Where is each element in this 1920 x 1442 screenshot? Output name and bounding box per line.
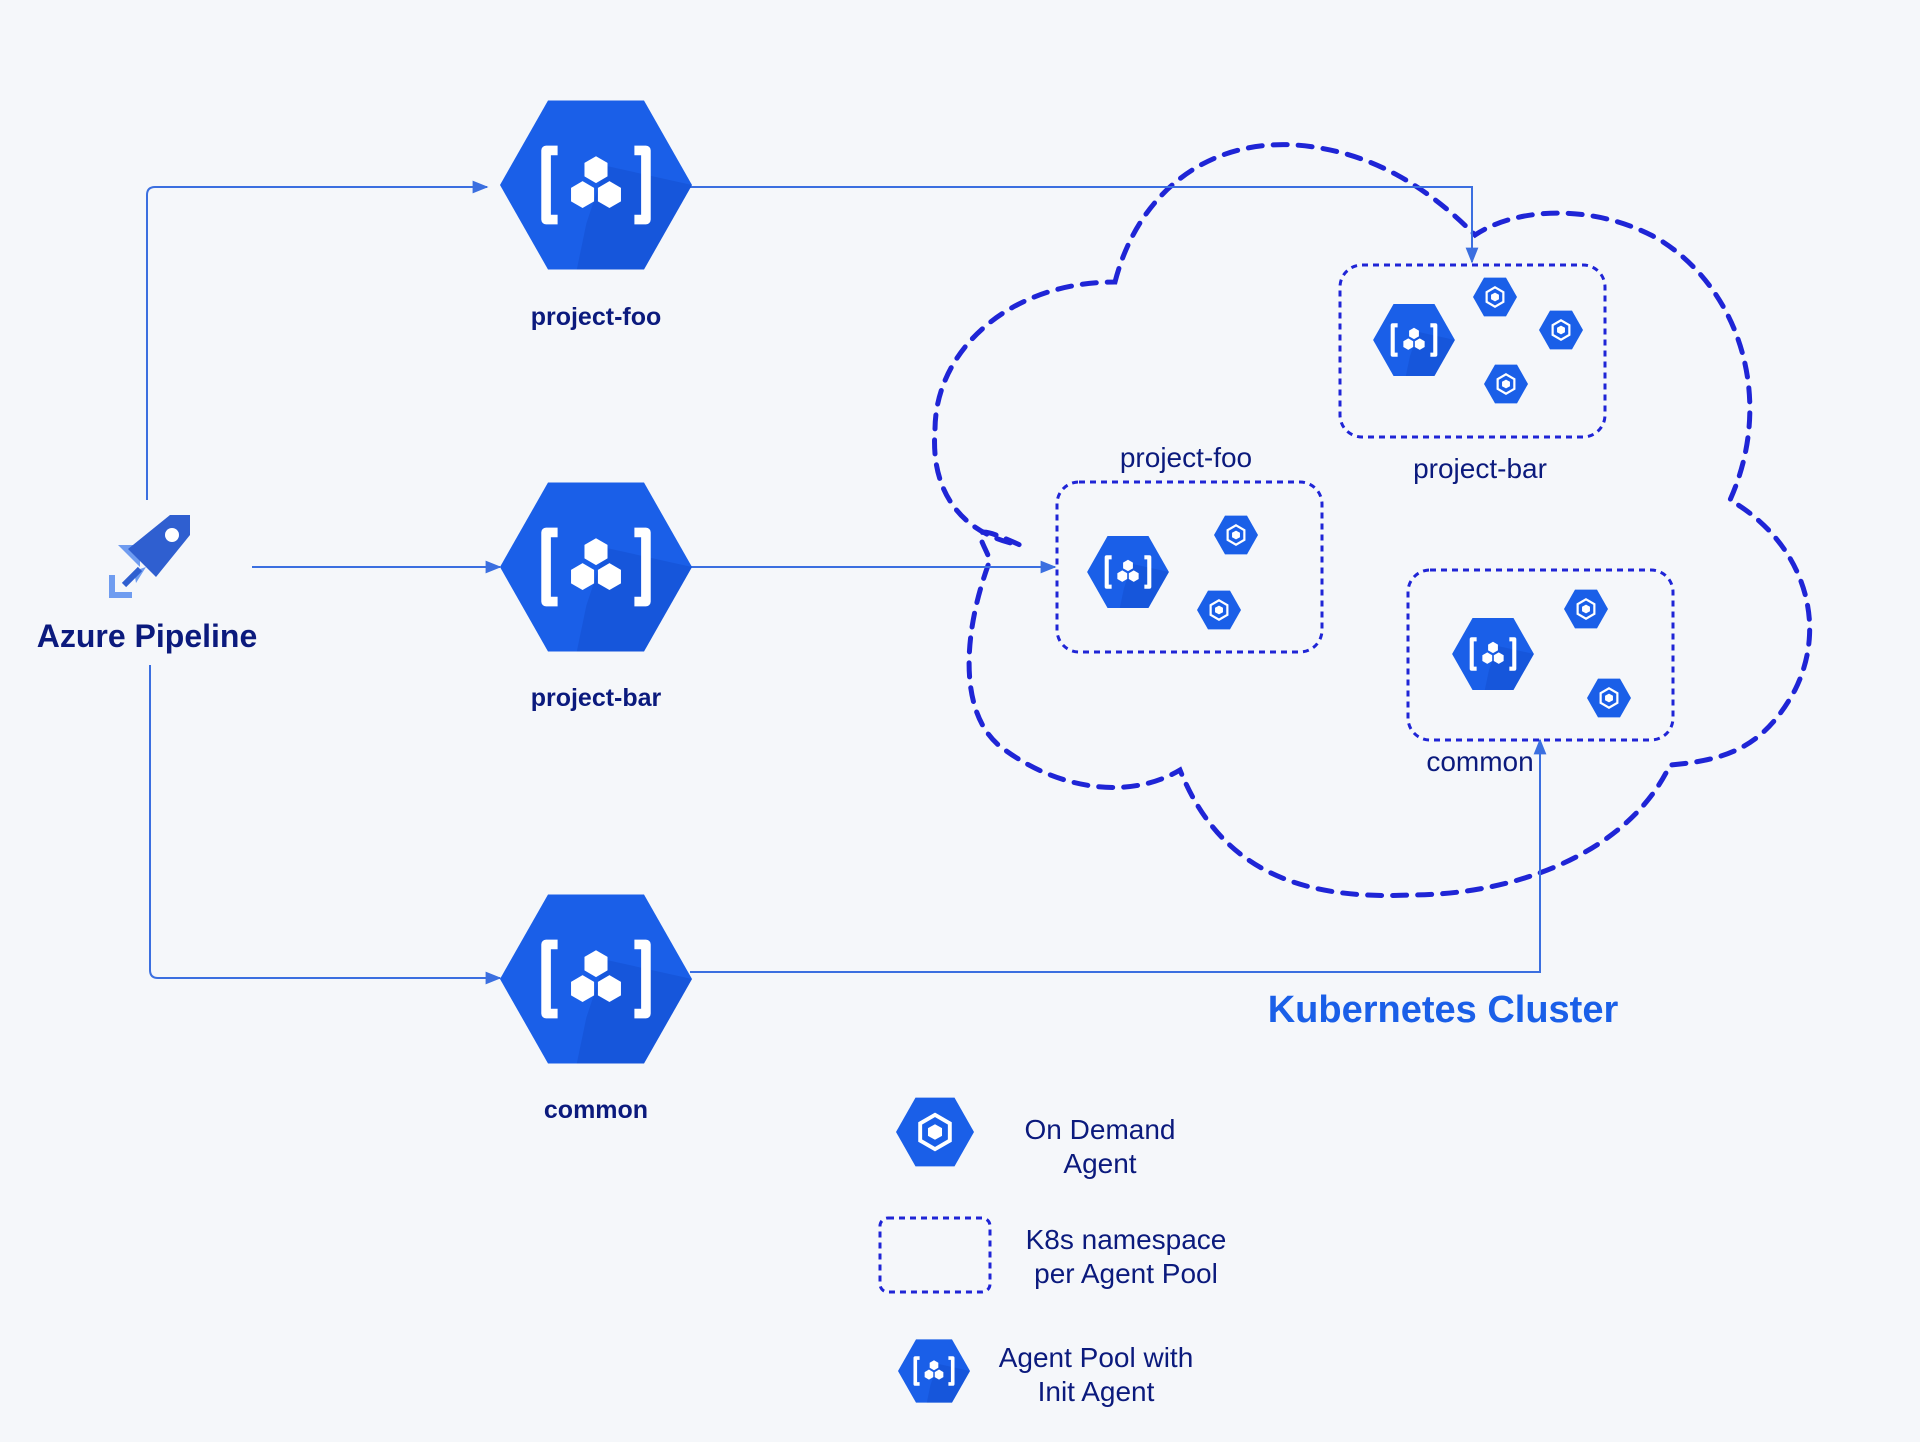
agent-pool-icon (1087, 536, 1169, 608)
pool-label-common: common (544, 1096, 648, 1124)
agent-pool-icon (500, 895, 692, 1064)
legend-namespace-line2: per Agent Pool (1034, 1258, 1218, 1289)
connector-common-pool-to-common-namespace (690, 738, 1547, 973)
connector-to-project-foo (146, 180, 489, 500)
namespace-common (1406, 568, 1675, 742)
on-demand-agent-icon (894, 1095, 976, 1169)
legend-on-demand-line2: Agent (1063, 1148, 1136, 1179)
connector-to-common (149, 665, 502, 985)
on-demand-agent-icon (1212, 514, 1260, 556)
agent-pool-icon (1452, 618, 1534, 690)
agent-pool-icon (500, 483, 692, 652)
on-demand-agent-icon (1537, 309, 1585, 351)
on-demand-agent-icon (1562, 588, 1610, 630)
source-label: Azure Pipeline (37, 618, 258, 654)
cluster-title: Kubernetes Cluster (1268, 989, 1619, 1031)
namespace-box-icon (878, 1216, 992, 1294)
legend-namespace-line1: K8s namespace (1026, 1224, 1227, 1255)
connector-foo-pool-to-bar-namespace (690, 186, 1479, 264)
pool-label-project-bar: project-bar (531, 684, 662, 712)
namespace-label-project-bar: project-bar (1413, 453, 1547, 484)
azure-pipelines-icon (109, 515, 190, 598)
on-demand-agent-icon (1585, 677, 1633, 719)
agent-pool-icon (1373, 304, 1455, 376)
agent-pool-icon (896, 1337, 972, 1405)
namespace-project-foo (1055, 480, 1324, 654)
namespace-project-bar (1338, 263, 1607, 439)
pool-label-project-foo: project-foo (531, 303, 662, 331)
on-demand-agent-icon (1195, 589, 1243, 631)
namespace-label-project-foo: project-foo (1120, 442, 1252, 473)
on-demand-agent-icon (1482, 363, 1530, 405)
on-demand-agent-icon (1471, 276, 1519, 318)
agent-pool-icon (500, 101, 692, 270)
kubernetes-cluster-cloud (932, 142, 1813, 899)
legend-on-demand-line1: On Demand (1025, 1114, 1176, 1145)
legend: On Demand Agent K8s namespace per Agent … (878, 1095, 1227, 1407)
legend-pool-line1: Agent Pool with (999, 1342, 1194, 1373)
legend-pool-line2: Init Agent (1038, 1376, 1155, 1407)
namespace-label-common: common (1426, 746, 1533, 777)
